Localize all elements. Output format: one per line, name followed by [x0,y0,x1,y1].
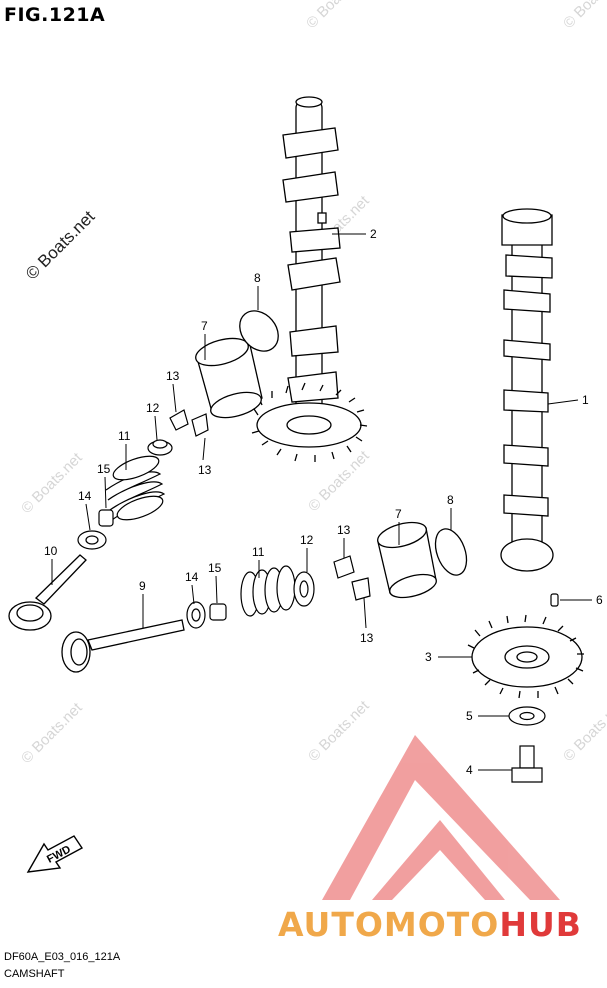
callout-15-lower: 15 [208,561,222,575]
callout-13-b: 13 [198,463,212,477]
brand-wordmark-part2: HUB [499,905,582,944]
callout-9: 9 [139,579,146,593]
callout-12-upper: 12 [146,401,160,415]
figure-title: FIG.121A [4,4,106,26]
callout-4: 4 [466,763,473,777]
exhaust-valve-10 [8,554,87,631]
callout-5: 5 [466,709,473,723]
camshaft-sprocket-3 [467,614,584,699]
callout-10: 10 [44,544,58,558]
callout-3: 3 [425,650,432,664]
fwd-label: FWD [45,843,73,865]
washer-5 [508,706,546,726]
callout-11-lower: 11 [252,545,265,559]
diagram-name: CAMSHAFT [4,968,65,980]
brand-wordmark: AUTOMOTOHUB [278,905,582,944]
cotter-13-lower [333,555,371,601]
cotter-13-upper [169,409,209,437]
brand-logo-triangle [322,735,560,900]
valve-spring-11-upper [105,455,166,521]
camshaft-1 [500,208,554,572]
seal-15-upper [98,509,114,527]
callout-8-upper: 8 [254,271,261,285]
tappet-7-upper [195,337,263,419]
callout-numbers: 1 2 3 4 5 6 7 7 8 8 9 10 11 11 12 12 13 … [44,227,603,777]
diagram-code: DF60A_E03_016_121A [4,951,121,963]
camshaft-sprocket-upper [251,382,368,462]
callout-7-lower: 7 [395,507,402,521]
callout-8-lower: 8 [447,493,454,507]
callout-13-a: 13 [166,369,180,383]
fwd-direction-badge: FWD [26,835,84,873]
retainer-12-lower [293,571,315,607]
valve-spring-11-lower [240,565,296,617]
dowel-pin-6 [550,593,559,607]
shim-8-upper [239,310,279,352]
shim-8-lower [434,528,468,576]
intake-valve-9 [61,619,185,673]
callout-12-lower: 12 [300,533,314,547]
tappet-7-lower [377,521,437,599]
callout-15-upper: 15 [97,462,111,476]
callout-11-upper: 11 [118,429,131,443]
callout-14-lower: 14 [185,570,199,584]
seal-15-lower [209,603,227,621]
callout-7-upper: 7 [201,319,208,333]
brand-wordmark-part1: AUTOMOTO [278,905,500,944]
retainer-12-upper [147,439,173,456]
bolt-4 [511,745,543,783]
callout-14-upper: 14 [78,489,92,503]
camshaft-2 [282,96,341,431]
callout-2: 2 [370,227,377,241]
callout-13-d: 13 [360,631,374,645]
seat-14-lower [186,601,206,629]
leader-lines [51,233,592,771]
callout-1: 1 [582,393,589,407]
callout-6: 6 [596,593,603,607]
seat-14-upper [77,530,107,550]
callout-13-c: 13 [337,523,351,537]
